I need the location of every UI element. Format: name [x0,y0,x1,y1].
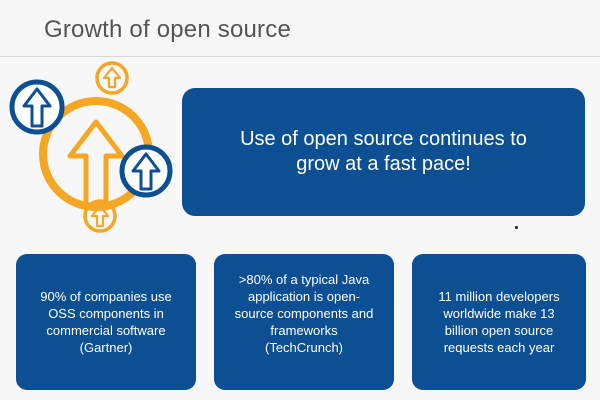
headline-box: Use of open source continues to grow at … [182,88,585,216]
mouse-cursor [515,226,518,229]
slide-title: Growth of open source [44,16,292,43]
stat-card-text: >80% of a typical Java application is op… [234,271,374,355]
growth-arrows-icon [9,61,173,233]
stat-card-text: 90% of companies use OSS components in c… [40,289,172,355]
title-divider [0,56,600,57]
stat-card-java: >80% of a typical Java application is op… [214,254,394,390]
headline-text: Use of open source continues to grow at … [240,128,527,175]
stat-card-text: 11 million developers worldwide make 13 … [438,289,560,355]
stat-card-companies: 90% of companies use OSS components in c… [16,254,196,390]
stat-card-developers: 11 million developers worldwide make 13 … [412,254,586,390]
